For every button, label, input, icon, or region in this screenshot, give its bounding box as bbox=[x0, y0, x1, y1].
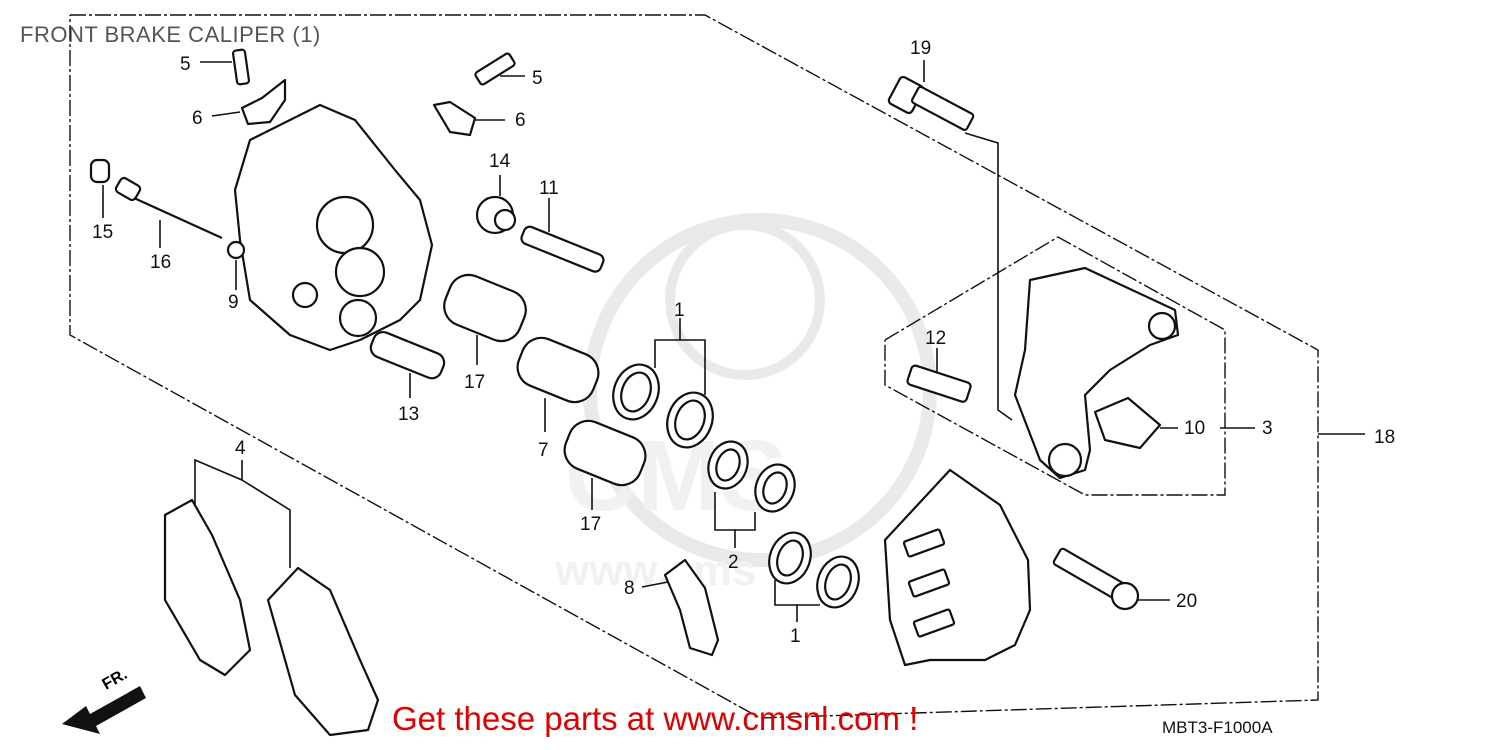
washer-9[interactable] bbox=[226, 240, 246, 260]
callout-6-left[interactable]: 6 bbox=[192, 108, 203, 129]
callout-12[interactable]: 12 bbox=[925, 328, 946, 349]
callout-16[interactable]: 16 bbox=[150, 252, 171, 273]
callout-17-lower[interactable]: 17 bbox=[580, 514, 601, 535]
brake-pad-4-rear[interactable] bbox=[163, 498, 252, 677]
svg-text:FR.: FR. bbox=[100, 666, 131, 694]
callout-15[interactable]: 15 bbox=[92, 222, 113, 243]
callout-20[interactable]: 20 bbox=[1176, 591, 1197, 612]
pin-bolt-16[interactable] bbox=[114, 176, 223, 240]
callout-3[interactable]: 3 bbox=[1262, 418, 1273, 439]
callout-13[interactable]: 13 bbox=[398, 404, 419, 425]
piston-7[interactable] bbox=[512, 332, 605, 408]
seal-set-1-upper[interactable] bbox=[606, 358, 720, 454]
bleeder-cap-6-right[interactable] bbox=[432, 100, 477, 137]
callout-5-left[interactable]: 5 bbox=[180, 54, 191, 75]
callout-17-upper[interactable]: 17 bbox=[464, 372, 485, 393]
callout-19[interactable]: 19 bbox=[910, 38, 931, 59]
svg-text:www.cms: www.cms bbox=[554, 546, 756, 595]
piston-17-lower[interactable] bbox=[559, 415, 652, 491]
brake-pad-4-front[interactable] bbox=[266, 566, 380, 737]
diagram-code: MBT3-F1000A bbox=[1162, 718, 1273, 737]
front-direction-arrow: FR. bbox=[62, 666, 146, 734]
piston-17-upper[interactable] bbox=[438, 269, 532, 347]
caliper-body[interactable] bbox=[233, 103, 434, 352]
callout-10[interactable]: 10 bbox=[1184, 418, 1205, 439]
callout-5-right[interactable]: 5 bbox=[532, 68, 543, 89]
pin-boot-13[interactable] bbox=[368, 329, 447, 381]
pad-spring-10[interactable] bbox=[1093, 396, 1162, 450]
callout-11[interactable]: 11 bbox=[539, 178, 559, 199]
promo-link[interactable]: Get these parts at www.cmsnl.com ! bbox=[392, 700, 919, 737]
caliper-bracket-3[interactable] bbox=[1013, 266, 1180, 480]
watermark-logo: CMS www.cms bbox=[554, 213, 937, 595]
pin-12[interactable] bbox=[906, 364, 972, 403]
caliper-body-right[interactable] bbox=[883, 468, 1032, 667]
callout-18[interactable]: 18 bbox=[1374, 427, 1395, 448]
boot-14[interactable] bbox=[475, 195, 517, 235]
pin-11[interactable] bbox=[520, 225, 606, 274]
seal-set-1-lower[interactable] bbox=[762, 527, 865, 614]
bleeder-cap-6-left[interactable] bbox=[240, 78, 287, 126]
callout-9[interactable]: 9 bbox=[228, 292, 239, 313]
bleeder-screw-5-right[interactable] bbox=[474, 52, 516, 86]
callout-labels: 5 6 5 6 19 14 11 15 16 9 12 1 17 13 7 10… bbox=[92, 38, 1395, 647]
seal-set-2[interactable] bbox=[702, 436, 801, 517]
callout-1-lower[interactable]: 1 bbox=[790, 626, 801, 647]
callout-8[interactable]: 8 bbox=[624, 578, 635, 599]
callout-14[interactable]: 14 bbox=[489, 151, 511, 172]
plug-15[interactable] bbox=[89, 158, 111, 184]
callout-6-right[interactable]: 6 bbox=[515, 110, 526, 131]
callout-1-upper[interactable]: 1 bbox=[674, 300, 685, 321]
pad-spring-8[interactable] bbox=[663, 558, 720, 657]
callout-2[interactable]: 2 bbox=[728, 552, 739, 573]
callout-7[interactable]: 7 bbox=[538, 440, 549, 461]
assembly-frame bbox=[69, 14, 1319, 719]
bolt-20[interactable] bbox=[1052, 547, 1140, 611]
bleeder-screw-5-left[interactable] bbox=[231, 48, 251, 86]
bolt-19[interactable] bbox=[887, 75, 975, 131]
callout-4[interactable]: 4 bbox=[235, 438, 246, 459]
